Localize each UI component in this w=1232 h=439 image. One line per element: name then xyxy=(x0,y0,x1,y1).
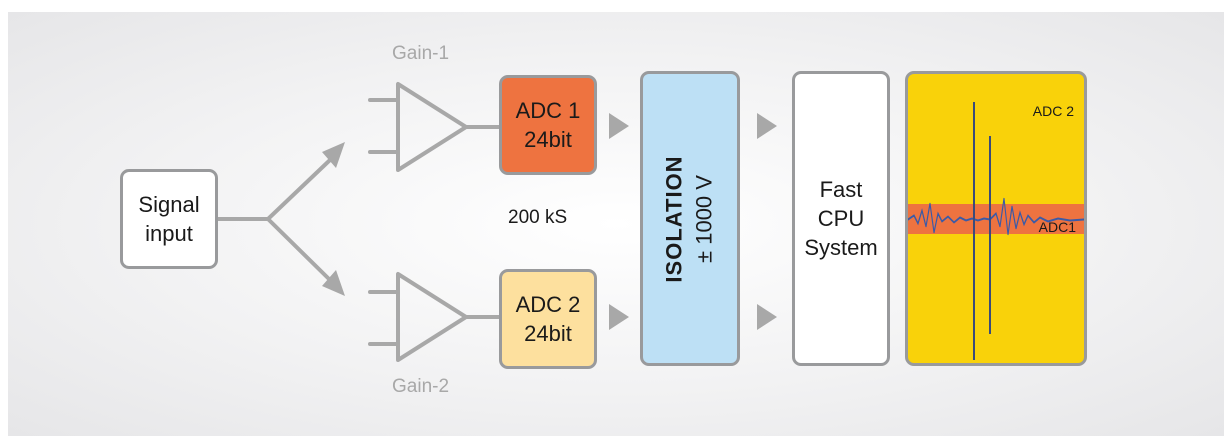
arrow-adc2-to-iso xyxy=(609,304,629,330)
scope-display: ADC 2 ADC1 xyxy=(905,71,1087,366)
amplifier-2-triangle xyxy=(396,272,468,362)
split-lower-line xyxy=(266,217,332,282)
scope-waveform xyxy=(908,102,1084,360)
isolation-title: ISOLATION xyxy=(662,154,687,283)
signal-input-label: Signal input xyxy=(138,192,200,246)
gain-1-label: Gain-1 xyxy=(392,43,450,64)
isolation-box: ISOLATION ± 1000 V xyxy=(640,71,740,366)
arrow-head-lower xyxy=(322,270,345,296)
gain-2-label: Gain-2 xyxy=(392,376,450,397)
split-upper-line xyxy=(266,158,332,221)
amplifier-1-triangle xyxy=(396,82,468,172)
adc1-trace xyxy=(908,197,1084,236)
isolation-voltage: ± 1000 V xyxy=(692,174,717,263)
adc-1-label: ADC 1 24bit xyxy=(515,98,581,152)
arrow-iso-to-cpu-top xyxy=(757,113,777,139)
adc-2-label: ADC 2 24bit xyxy=(515,292,581,346)
sample-rate-label: 200 kS xyxy=(508,207,568,228)
adc-1-box: ADC 1 24bit xyxy=(499,75,597,175)
isolation-text: ISOLATION ± 1000 V xyxy=(660,155,720,282)
cpu-system-label: Fast CPU System xyxy=(804,177,878,260)
scope-adc1-label: ADC1 xyxy=(1038,219,1076,235)
scope-adc2-label: ADC 2 xyxy=(1032,103,1074,119)
arrow-adc1-to-iso xyxy=(609,113,629,139)
cpu-system-box: Fast CPU System xyxy=(792,71,890,366)
adc-2-box: ADC 2 24bit xyxy=(499,269,597,369)
signal-input-box: Signal input xyxy=(120,169,218,269)
arrow-head-upper xyxy=(322,142,345,168)
arrow-iso-to-cpu-bottom xyxy=(757,304,777,330)
